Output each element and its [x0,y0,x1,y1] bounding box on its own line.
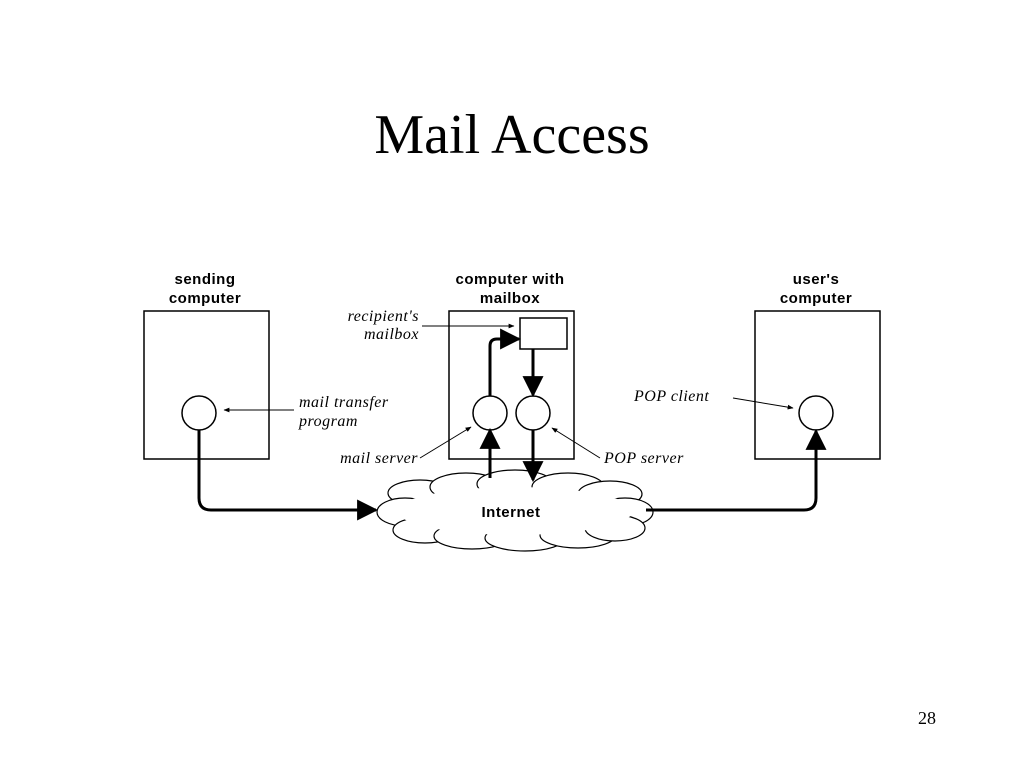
mail-transfer-program-circle [181,395,217,431]
sending-computer-label-line1: sending [174,271,235,288]
arrow-mail-server-to-mailbox [488,328,522,396]
pop-client-label: POP client [633,388,709,405]
sending-computer-box [143,310,270,460]
pointer-pop-client [732,397,794,410]
mailbox-computer-label-line2: mailbox [480,290,540,307]
recipient-mailbox [519,317,568,350]
mailbox-computer-box [448,310,575,460]
pop-server-label: POP server [603,450,684,467]
mail-transfer-label-line2: program [298,413,358,430]
users-computer-label-line2: computer [780,290,852,307]
slide-title: Mail Access [374,104,650,166]
page-number: 28 [918,708,936,728]
pointer-pop-server [551,427,601,459]
internet-label: Internet [481,504,540,521]
sending-computer-label-line2: computer [169,290,241,307]
users-computer-label-line1: user's [793,271,840,288]
arrow-sender-to-internet [197,430,379,521]
mail-server-label: mail server [340,450,418,467]
recipients-mailbox-label-line2: mailbox [364,326,419,343]
recipients-mailbox-label-line1: recipient's [348,308,419,325]
mail-transfer-label-line1: mail transfer [299,394,389,411]
mailbox-computer-label-line1: computer with [455,271,564,288]
pointer-mail-server [419,426,472,459]
internet-cloud-fill [397,487,633,535]
arrow-internet-to-pop-client [646,428,827,512]
pop-client-circle [798,395,834,431]
pop-server-circle [515,395,551,431]
mail-server-circle [472,395,508,431]
